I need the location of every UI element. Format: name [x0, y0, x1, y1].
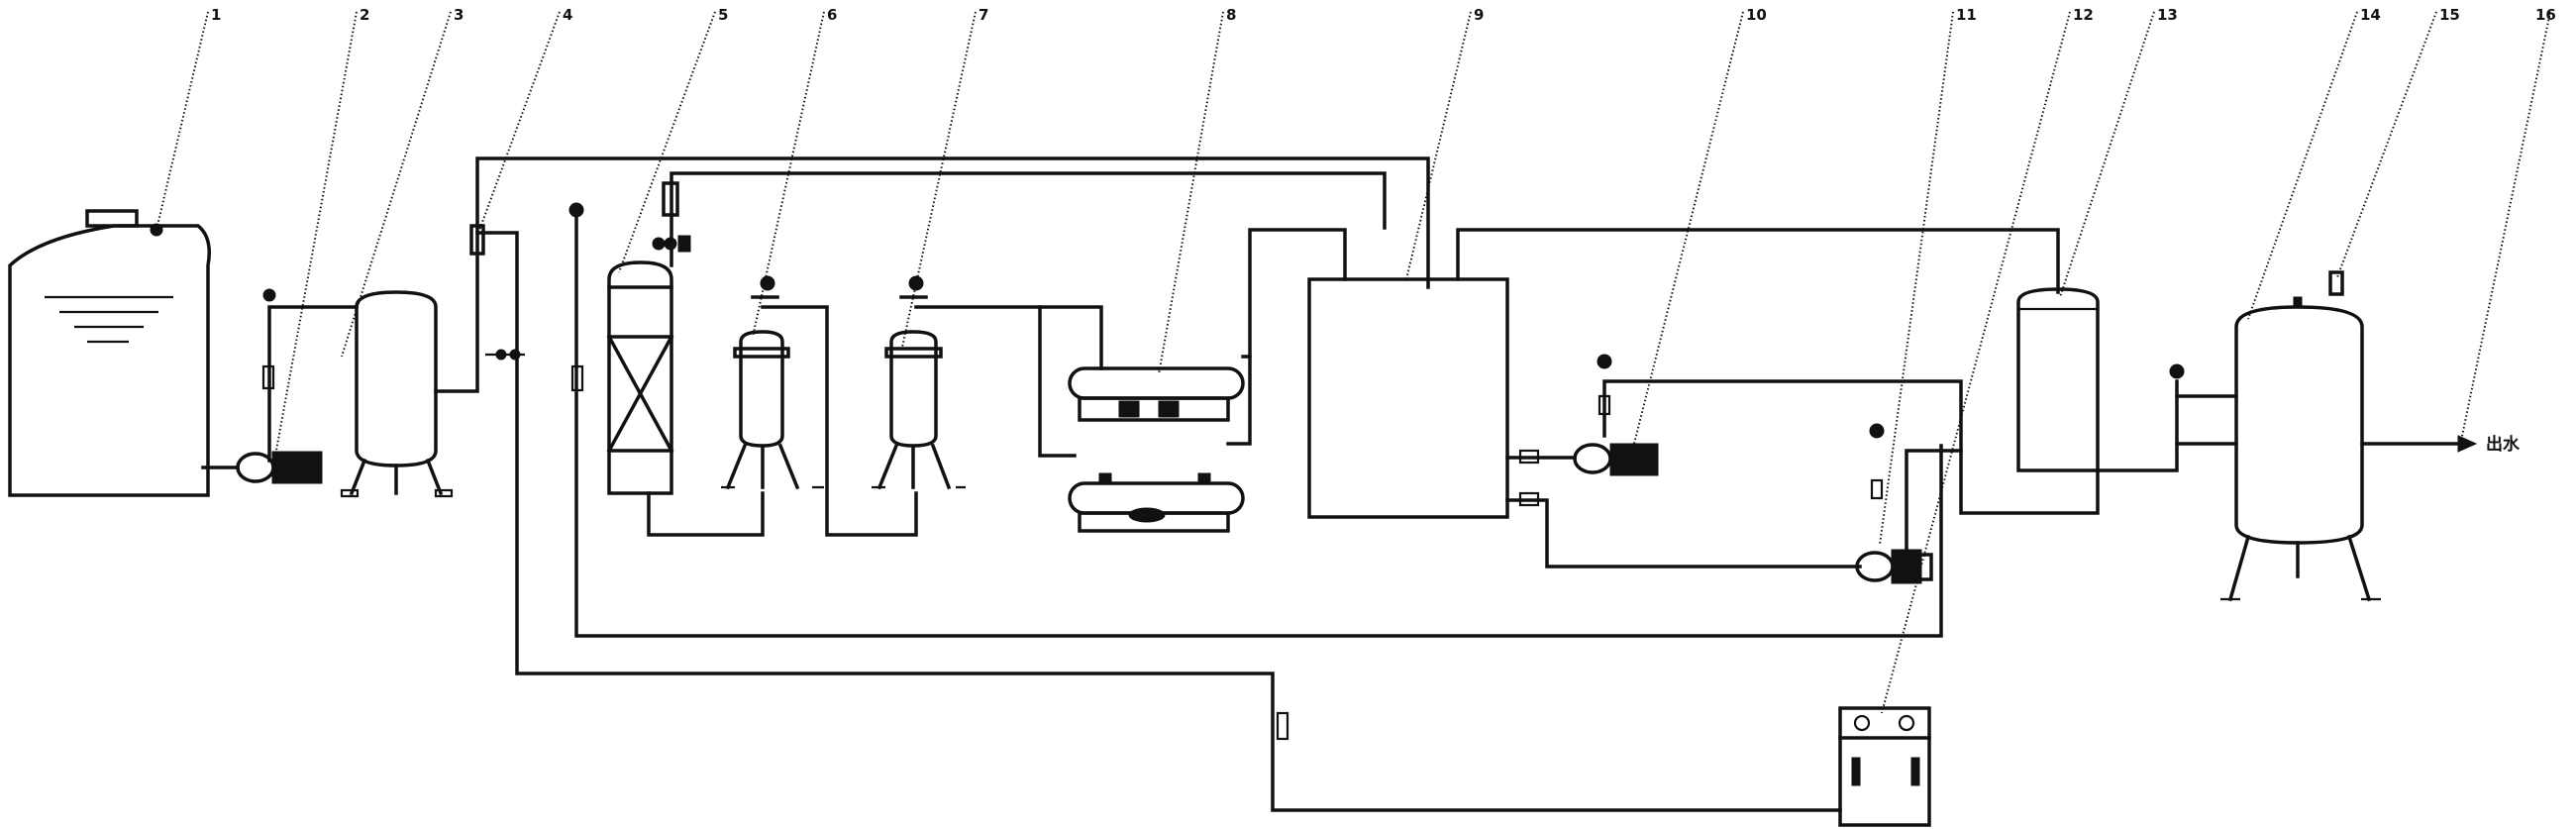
storage-tank	[1307, 277, 1540, 519]
control-cabinet	[1276, 706, 1931, 827]
transfer-pump	[1573, 354, 1659, 476]
callout-6: 6	[827, 6, 837, 24]
pipe-network	[201, 156, 2478, 812]
callout-1: 1	[211, 6, 221, 24]
product-water-tank	[2220, 296, 2381, 602]
outlet-label: 出水	[2486, 434, 2521, 455]
raw-water-tank	[8, 209, 211, 497]
callout-3: 3	[454, 6, 464, 24]
uv-sterilizer	[1068, 366, 1245, 533]
callout-14: 14	[2360, 6, 2381, 24]
callout-12: 12	[2073, 6, 2094, 24]
callout-4: 4	[563, 6, 572, 24]
cartridge-filter-b	[872, 275, 966, 490]
packed-column	[606, 181, 691, 495]
callout-7: 7	[979, 6, 988, 24]
level-gauge	[568, 202, 584, 392]
callout-11: 11	[1956, 6, 1977, 24]
vent-valve	[2328, 270, 2344, 296]
high-pressure-pump	[1855, 423, 1933, 584]
callout-labels: 1 2 3 4 5 6 7 8 9 10 11 12 13 14 15 16 出…	[211, 6, 2556, 455]
callout-10: 10	[1746, 6, 1767, 24]
callout-5: 5	[718, 6, 728, 24]
callout-16: 16	[2535, 6, 2556, 24]
callout-2: 2	[360, 6, 369, 24]
control-valve	[469, 224, 525, 361]
callout-leaders	[155, 11, 2551, 714]
callout-15: 15	[2439, 6, 2460, 24]
buffer-tank	[2016, 287, 2185, 472]
pressure-filter	[340, 290, 454, 498]
callout-8: 8	[1226, 6, 1236, 24]
callout-9: 9	[1474, 6, 1484, 24]
booster-pump	[236, 288, 323, 484]
callout-13: 13	[2157, 6, 2178, 24]
